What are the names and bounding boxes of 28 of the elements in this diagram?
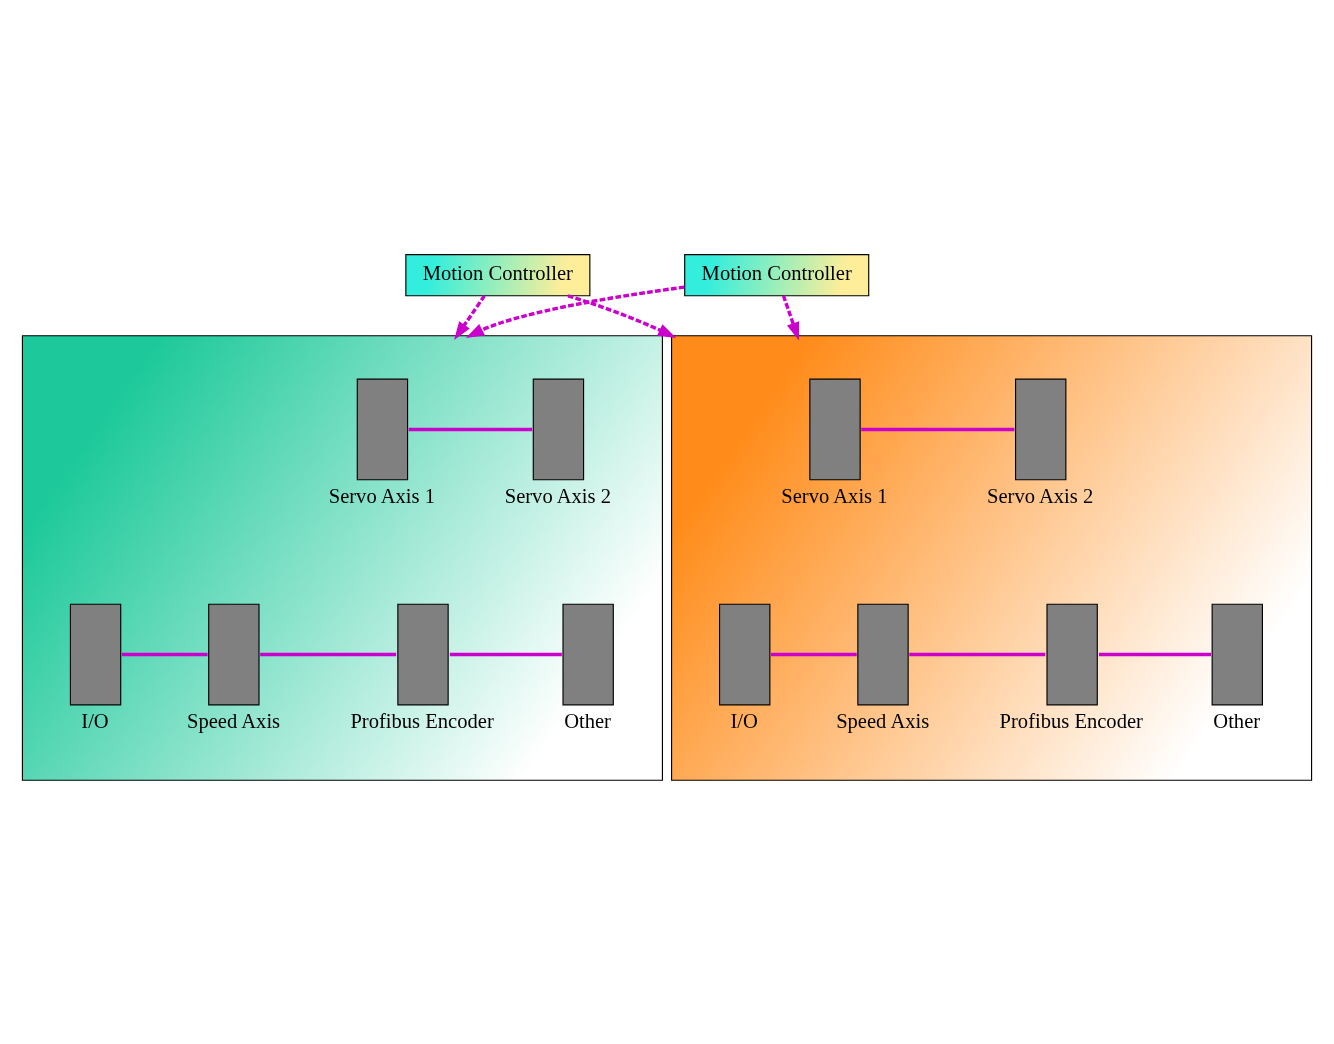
- connector: [771, 652, 857, 657]
- node-label: Other: [564, 710, 611, 733]
- arrow: [465, 285, 685, 339]
- node-label: Speed Axis: [836, 710, 930, 733]
- node-box: Motion Controller: [405, 254, 591, 297]
- node-box: Motion Controller: [684, 254, 870, 297]
- node-label: I/O: [81, 710, 109, 733]
- node-label: Servo Axis 1: [781, 485, 888, 508]
- connector: [260, 652, 397, 657]
- connector: [1099, 652, 1211, 657]
- arrow: [781, 295, 800, 341]
- node-label: Servo Axis 1: [328, 485, 435, 508]
- node-label: Servo Axis 2: [504, 485, 611, 508]
- arrow: [454, 294, 486, 340]
- connector: [861, 427, 1015, 432]
- connector: [909, 652, 1046, 657]
- connector: [408, 427, 533, 432]
- connector: [121, 652, 208, 657]
- node-label: I/O: [730, 710, 758, 733]
- cluster: [671, 335, 1313, 781]
- node-label: Other: [1213, 710, 1261, 733]
- connector: [449, 652, 562, 657]
- cluster: [21, 335, 663, 781]
- arrow: [567, 294, 677, 338]
- node-label: Profibus Encoder: [999, 710, 1143, 733]
- node-label: Profibus Encoder: [350, 710, 494, 733]
- node-label: Servo Axis 2: [987, 485, 1094, 508]
- node-label: Speed Axis: [187, 710, 281, 733]
